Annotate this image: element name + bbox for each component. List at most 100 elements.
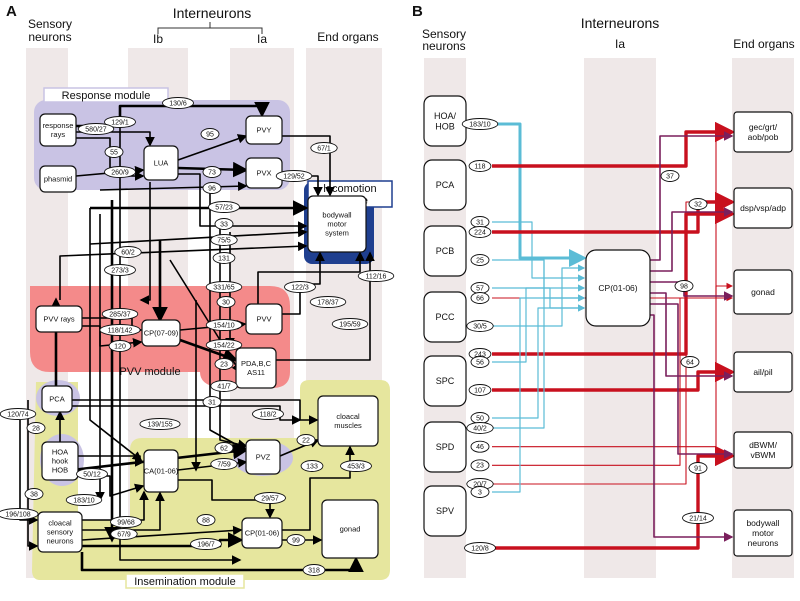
panel-a-nodes: responseraysphasmidLUAPVYPVXbodywallmoto…: [35, 113, 379, 559]
svg-text:120/8: 120/8: [471, 545, 489, 552]
node-pvz: PVZ: [245, 439, 281, 475]
panel-a-connection: [80, 552, 364, 572]
response-module-title: Response module: [62, 90, 151, 102]
node-bodywall-label: bodywall: [322, 211, 352, 220]
edge-weight-122-3: 122/3: [284, 281, 316, 293]
svg-text:285/37: 285/37: [109, 311, 131, 318]
node-cloacal-sensory-box: [37, 511, 83, 553]
panel-a-connection: [99, 181, 248, 192]
end-organ-ailpil-label: ail/pil: [753, 367, 772, 377]
panel-a-ia-header: Ia: [257, 32, 267, 46]
svg-text:453/3: 453/3: [347, 463, 365, 470]
end-organ-bodywallmotorneurons-label: neurons: [748, 538, 779, 548]
panel-b-nodes: HOA/HOBPCAPCBPCCSPCSPDSPVCP(01-06)gec/gr…: [423, 95, 793, 557]
panel-a-connections: [19, 102, 375, 572]
panel-a-connection: [179, 338, 239, 363]
sensory-node-pca: PCA: [423, 159, 467, 211]
edge-weight-30: 30: [216, 296, 236, 308]
node-pca-box: [41, 385, 73, 413]
panel-a-connection: [89, 208, 143, 461]
panel-a-connection: [80, 490, 149, 521]
node-ca: CA(01-06): [143, 449, 179, 493]
svg-text:28: 28: [32, 425, 40, 432]
panel-a-connection: [139, 182, 151, 305]
edge-weight-38: 38: [24, 488, 44, 500]
node-cloacal-muscles-label: muscles: [334, 421, 362, 430]
svg-text:23: 23: [220, 361, 228, 368]
svg-text:195/59: 195/59: [339, 321, 361, 328]
node-bodywall-label: motor: [327, 220, 347, 229]
end-organ-gonad-box: [733, 269, 793, 315]
panel-a-connection: [219, 220, 248, 449]
svg-text:50: 50: [476, 415, 484, 422]
edge-weight-183-10: 183/10: [65, 494, 103, 506]
output-weight-32: 32: [688, 198, 708, 210]
edge-weight-25: 25: [470, 254, 490, 266]
svg-text:7/59: 7/59: [217, 461, 231, 468]
sensory-node-spd-label: SPD: [436, 442, 455, 452]
edge-weight-50-12: 50/12: [76, 468, 108, 480]
edge-weight-178-37: 178/37: [309, 296, 347, 308]
edge-weight-40-2: 40/2: [466, 422, 494, 434]
sensory-node-spc-label: SPC: [436, 376, 455, 386]
edge-weight-331-65: 331/65: [205, 281, 243, 293]
end-organ-gonad: gonad: [733, 269, 793, 315]
output-weight-98: 98: [674, 280, 694, 292]
panel-a-connection: [169, 259, 241, 374]
edge-weight-56: 56: [470, 356, 490, 368]
end-organ-bodywallmotorneurons-label: bodywall: [746, 518, 779, 528]
node-lua-box: [143, 145, 179, 181]
svg-text:99/68: 99/68: [117, 519, 135, 526]
node-pda-label: PDA,B,C: [241, 359, 272, 368]
svg-text:183/10: 183/10: [469, 121, 491, 128]
svg-text:21/14: 21/14: [689, 515, 707, 522]
panel-b-output-4: [650, 303, 734, 459]
svg-text:107: 107: [474, 387, 486, 394]
edge-weight-273-3: 273/3: [104, 264, 136, 276]
node-pvy-box: [245, 115, 283, 145]
panel-b-connection-31: [492, 221, 586, 282]
panel-b-edge-labels: 183/101183122425576630/5243561075040/246…: [461, 118, 714, 554]
panel-b-connection-118: [492, 121, 736, 168]
edge-weight-66: 66: [470, 292, 490, 304]
node-ca-box: [143, 449, 179, 493]
svg-text:154/22: 154/22: [213, 342, 235, 349]
node-cloacal-sensory-label: sensory: [47, 528, 74, 537]
edge-weight-75-5: 75/5: [210, 234, 238, 246]
node-cloacal-sensory-label: neurons: [46, 537, 73, 546]
svg-text:139/155: 139/155: [147, 421, 172, 428]
node-pvz-label: PVZ: [256, 453, 271, 462]
svg-text:243: 243: [474, 351, 486, 358]
end-organ-dspvspadp-box: [733, 187, 793, 229]
node-bodywall-label: system: [325, 229, 349, 238]
edge-weight-67-1: 67/1: [310, 142, 338, 154]
end-organ-bodywallmotorneurons-label: motor: [752, 528, 774, 538]
edge-weight-41-7: 41/7: [210, 380, 238, 392]
svg-text:62: 62: [220, 445, 228, 452]
svg-text:129/52: 129/52: [283, 173, 305, 180]
svg-text:56: 56: [476, 359, 484, 366]
sensory-node-pcb: PCB: [423, 225, 467, 277]
sensory-node-hoahob-label: HOB: [435, 121, 455, 131]
edge-weight-73: 73: [202, 166, 222, 178]
svg-text:120: 120: [114, 343, 126, 350]
edge-weight-285-37: 285/37: [101, 308, 139, 320]
svg-text:40/2: 40/2: [473, 425, 487, 432]
edge-weight-183-10: 183/10: [461, 118, 499, 130]
sensory-node-pcc: PCC: [423, 291, 467, 343]
svg-text:99: 99: [292, 537, 300, 544]
edge-weight-67-9: 67/9: [110, 528, 138, 540]
edge-weight-196-7: 196/7: [190, 538, 222, 550]
end-organ-dspvspadp-label: dsp/vsp/adp: [740, 203, 786, 213]
node-hoa-label: HOB: [52, 466, 68, 475]
node-cp0709-label: CP(07-09): [144, 329, 179, 338]
edge-weight-31: 31: [202, 396, 222, 408]
node-pvx-label: PVX: [256, 169, 271, 178]
svg-text:96: 96: [208, 185, 216, 192]
edge-weight-95: 95: [200, 128, 220, 140]
sensory-node-spv: SPV: [423, 485, 467, 537]
panel-b-output-1: [650, 207, 734, 272]
